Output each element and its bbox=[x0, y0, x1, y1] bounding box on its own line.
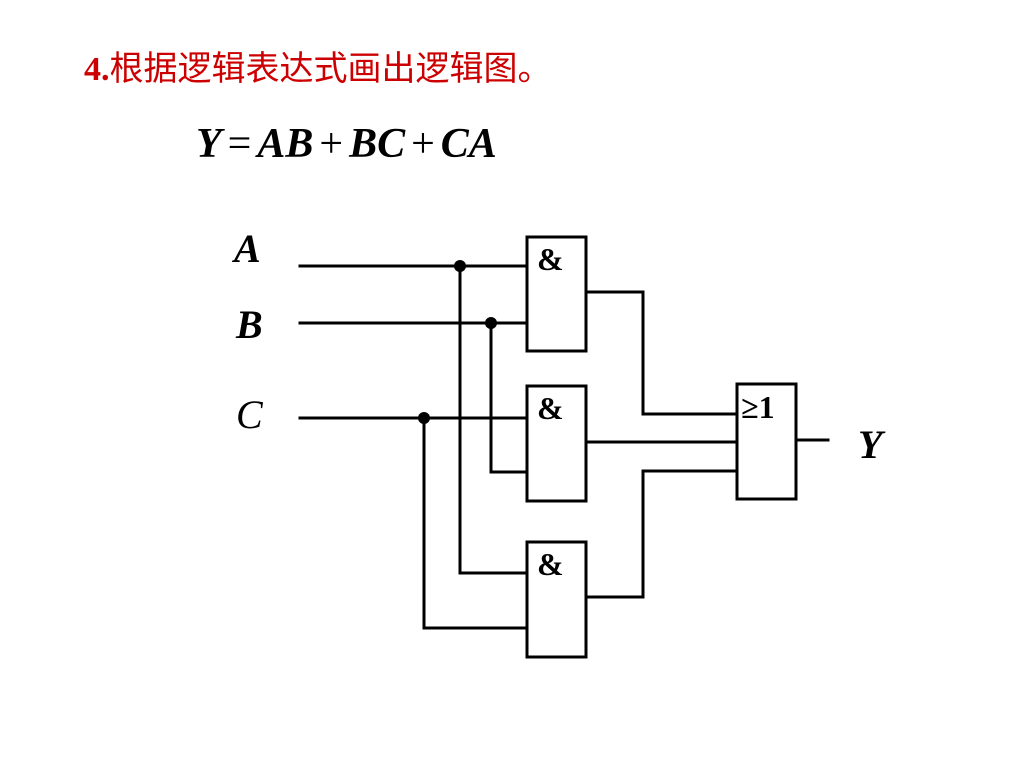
output-label-y: Y bbox=[858, 422, 886, 467]
problem-title: 4.根据逻辑表达式画出逻辑图。 bbox=[84, 44, 552, 95]
formula-term-ca: CA bbox=[440, 121, 497, 167]
or-gate-symbol: ≥1 bbox=[741, 389, 775, 425]
input-label-b: B bbox=[235, 302, 263, 347]
and-gate-3-symbol: & bbox=[537, 546, 564, 582]
formula-term-ab: AB bbox=[257, 121, 314, 167]
and-gate-1-symbol: & bbox=[537, 241, 564, 277]
wire-branch-b-to-and2 bbox=[489, 321, 529, 474]
input-label-c: C bbox=[236, 392, 264, 437]
junction-c bbox=[418, 412, 430, 424]
and-gate-2 bbox=[525, 384, 588, 503]
problem-number: 4. bbox=[84, 51, 110, 88]
formula-lhs: Y bbox=[196, 121, 222, 167]
formula-term-bc: BC bbox=[349, 121, 406, 167]
and-gate-3 bbox=[525, 540, 588, 659]
input-label-a: A bbox=[231, 226, 261, 271]
wire-and3-to-or bbox=[584, 469, 739, 599]
wire-and1-to-or bbox=[584, 290, 739, 416]
wire-branch-a-to-and3 bbox=[458, 264, 529, 575]
and-gate-1 bbox=[525, 235, 588, 353]
wire-branch-c-to-and3 bbox=[422, 416, 529, 630]
formula-plus-1: + bbox=[319, 121, 344, 167]
logic-expression: Y=AB+BC+CA bbox=[196, 116, 497, 172]
junction-b bbox=[485, 317, 497, 329]
and-gate-2-symbol: & bbox=[537, 390, 564, 426]
problem-text: 根据逻辑表达式画出逻辑图。 bbox=[109, 49, 552, 89]
formula-plus-2: + bbox=[411, 121, 435, 167]
formula-equals: = bbox=[227, 121, 252, 167]
junction-a bbox=[454, 260, 466, 272]
or-gate bbox=[735, 382, 798, 501]
